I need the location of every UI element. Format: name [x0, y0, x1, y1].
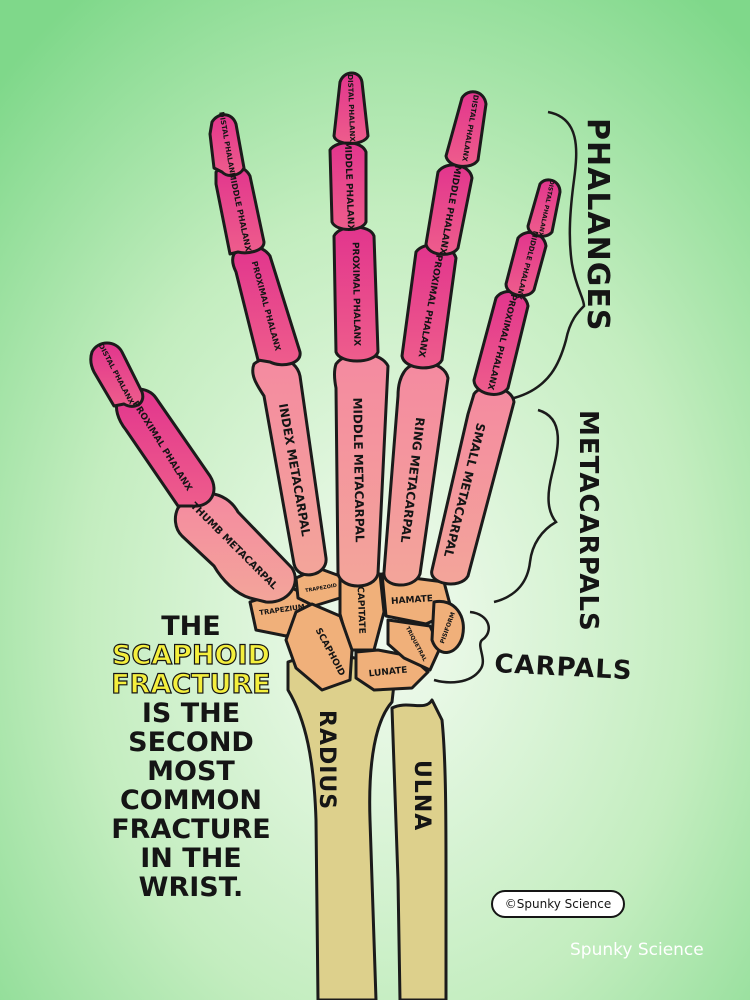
middle-finger — [328, 71, 390, 588]
radius-label: RADIUS — [314, 710, 339, 810]
pisiform-bone — [430, 599, 465, 654]
carpals-brace — [433, 610, 490, 684]
phalanges-brace — [513, 110, 586, 400]
fact-line: FRACTURE — [111, 814, 271, 845]
phalanges-label: PHALANGES — [580, 118, 615, 331]
fact-highlight-fracture: FRACTURE — [111, 669, 272, 700]
metacarpals-label: METACARPALS — [573, 410, 603, 632]
lunate-label: LUNATE — [368, 665, 408, 679]
index-distal-phalanx-bone — [208, 113, 246, 177]
middle-distal-phalanx-bone — [332, 71, 370, 145]
middle-middle-phalanx-label: MIDDLE PHALANX — [342, 141, 355, 232]
scaphoid-bone — [284, 602, 354, 692]
ring-middle-phalanx-bone — [424, 163, 474, 256]
thumb — [89, 341, 297, 604]
scaphoid-fact: THE SCAPHOID FRACTURE IS THE SECOND MOST… — [96, 612, 286, 902]
index-finger — [208, 113, 328, 577]
forearm — [286, 654, 448, 1000]
small-middle-phalanx-bone — [504, 230, 548, 298]
fact-line: THE — [161, 611, 221, 642]
credit-badge: ©Spunky Science — [491, 890, 625, 918]
fact-line: WRIST. — [138, 872, 244, 903]
fact-line: MOST — [147, 756, 235, 787]
ring-finger — [382, 90, 488, 587]
ring-distal-phalanx-bone — [444, 90, 488, 168]
fact-highlight-scaphoid: SCAPHOID — [111, 640, 270, 671]
watermark: Spunky Science — [570, 940, 704, 960]
fact-line: COMMON — [119, 785, 263, 816]
ulna-label: ULNA — [409, 760, 434, 831]
fact-line: SECOND — [128, 727, 254, 758]
carpals-label: CARPALS — [494, 649, 634, 686]
triquetral-bone — [386, 618, 442, 672]
thumb-metacarpal-bone — [173, 492, 297, 604]
middle-proximal-phalanx-label: PROXIMAL PHALANX — [350, 242, 362, 346]
hamate-label: HAMATE — [391, 594, 434, 607]
small-proximal-phalanx-bone — [472, 290, 530, 396]
fact-line: IN THE — [140, 843, 242, 874]
small-finger — [430, 178, 562, 586]
middle-distal-phalanx-label: DISTAL PHALANX — [346, 74, 356, 142]
fact-line: IS THE — [141, 698, 241, 729]
small-distal-phalanx-bone — [526, 178, 562, 238]
metacarpals-brace — [493, 408, 559, 604]
thumb-distal-phalanx-bone — [89, 341, 145, 408]
middle-metacarpal-label: MIDDLE METACARPAL — [350, 397, 367, 543]
ulna-bone — [390, 698, 448, 1000]
trapezoid-label: TRAPEZOID — [305, 583, 338, 594]
capitate-label: CAPITATE — [355, 586, 367, 634]
